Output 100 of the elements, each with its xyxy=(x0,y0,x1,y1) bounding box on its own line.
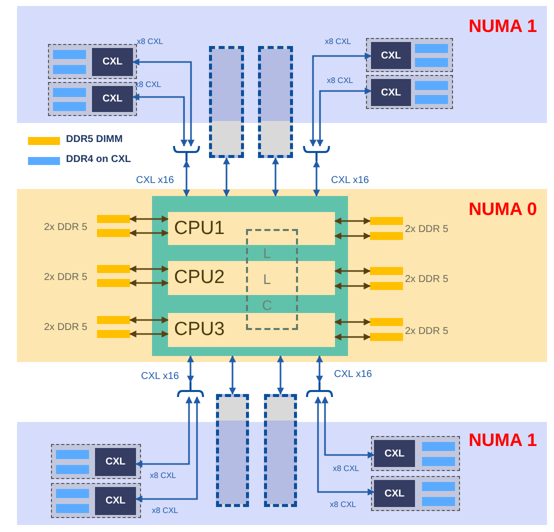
connector-arrow xyxy=(129,230,169,236)
llc-label: LLC xyxy=(260,244,274,315)
cxl-memory-card xyxy=(366,75,453,109)
cpu-box xyxy=(168,261,335,295)
connector-arrow xyxy=(129,280,169,286)
edge-label: x8 CXL xyxy=(330,500,356,509)
bracket-symbol xyxy=(306,382,333,397)
edge-label: x8 CXL xyxy=(332,464,360,473)
edge-label: CXL x16 xyxy=(331,175,369,186)
cxl-controller xyxy=(92,48,133,76)
connector-arrow xyxy=(310,52,372,147)
cxl-controller xyxy=(92,86,133,112)
cxl-memory-card xyxy=(371,476,460,511)
edge-label: x8 CXL xyxy=(150,471,176,480)
cpu-label: CPU1 xyxy=(174,218,225,240)
cxl-memory-card xyxy=(48,44,137,79)
cxl-memory-card xyxy=(48,82,137,116)
connector-arrow xyxy=(334,282,371,290)
dashed-slot xyxy=(264,394,297,507)
llc-region xyxy=(246,229,298,330)
dashed-slot xyxy=(216,394,249,507)
edge-label: CXL x16 xyxy=(141,371,179,382)
bracket-symbol xyxy=(173,146,200,161)
region-title: NUMA 1 xyxy=(468,430,537,451)
connector-arrow xyxy=(132,58,194,147)
bracket-symbol xyxy=(303,146,330,161)
connector-arrow xyxy=(334,218,371,224)
ddr5-dimm xyxy=(370,282,403,290)
numa-region xyxy=(17,189,547,362)
controller-label: CXL xyxy=(380,87,402,98)
ddr5-dimm xyxy=(97,215,130,223)
region-title: NUMA 1 xyxy=(468,16,537,37)
cpu-box xyxy=(168,313,335,347)
dimm-count-label: 2x DDR 5 xyxy=(405,224,448,235)
cxl-controller xyxy=(95,487,136,515)
connector-arrow xyxy=(334,318,371,326)
ddr5-dimm xyxy=(370,318,403,326)
controller-label: CXL xyxy=(384,488,406,499)
connector-arrow xyxy=(334,268,371,274)
cxl-controller xyxy=(374,480,415,507)
dimm-count-label: 2x DDR 5 xyxy=(44,322,88,333)
connector-arrow xyxy=(334,232,371,240)
ddr5-dimm xyxy=(370,217,403,225)
numa-region xyxy=(17,6,547,123)
cxl-controller xyxy=(371,42,411,69)
cpu-package xyxy=(152,196,348,356)
connector-arrow xyxy=(334,334,371,340)
connector-arrow xyxy=(135,396,200,502)
ddr5-dimm xyxy=(97,330,130,338)
ddr5-dimm xyxy=(97,229,130,237)
dimm-count-label: 2x DDR 5 xyxy=(44,272,88,283)
connector-arrow xyxy=(316,355,323,383)
controller-label: CXL xyxy=(384,448,406,459)
ddr5-dimm xyxy=(97,279,130,287)
connector-arrow xyxy=(223,157,230,197)
controller-label: CXL xyxy=(380,50,402,61)
cxl-controller xyxy=(371,79,411,106)
dimm-count-label: 2x DDR 5 xyxy=(405,326,448,337)
connector-arrow xyxy=(187,355,194,383)
connector-arrow xyxy=(135,396,192,468)
ddr5-dimm xyxy=(370,333,403,341)
edge-label: x8 CXL xyxy=(324,37,352,46)
connector-arrow xyxy=(313,160,320,197)
connector-arrow xyxy=(277,355,284,395)
ddr5-dimm xyxy=(370,232,403,240)
dashed-slot xyxy=(258,46,293,158)
edge-label: x8 CXL xyxy=(136,37,164,46)
legend-label: DDR5 DIMM xyxy=(66,134,123,145)
cpu-label: CPU3 xyxy=(174,319,225,341)
connector-arrow xyxy=(272,157,279,197)
edge-label: x8 CXL xyxy=(134,80,162,89)
connector-arrow xyxy=(322,396,375,458)
cxl-memory-card xyxy=(371,436,460,471)
ddr5-dimm xyxy=(97,265,130,273)
ddr5-dimm xyxy=(97,316,130,324)
dimm-count-label: 2x DDR 5 xyxy=(44,222,88,233)
connector-arrow xyxy=(129,330,169,338)
connector-arrow xyxy=(129,266,169,272)
edge-label: x8 CXL xyxy=(326,76,354,85)
connector-arrow xyxy=(314,396,375,496)
ddr5-dimm xyxy=(370,267,403,275)
cxl-memory-card xyxy=(366,38,453,72)
controller-label: CXL xyxy=(102,94,124,104)
connector-arrow xyxy=(132,94,188,147)
bracket-symbol xyxy=(177,382,204,397)
edge-label: CXL x16 xyxy=(136,175,174,186)
cxl-memory-card xyxy=(51,444,141,479)
connector-arrow xyxy=(129,316,169,324)
controller-label: CXL xyxy=(104,456,126,468)
region-title: NUMA 0 xyxy=(468,199,537,220)
edge-label: CXL x16 xyxy=(334,369,372,380)
connector-arrow xyxy=(229,355,236,395)
cxl-controller xyxy=(374,440,415,467)
dashed-slot xyxy=(209,46,244,158)
cxl-controller xyxy=(95,448,136,476)
controller-label: CXL xyxy=(102,56,124,68)
controller-label: CXL xyxy=(104,496,126,506)
connector-arrow xyxy=(316,88,372,147)
cpu-box xyxy=(168,212,335,245)
dimm-count-label: 2x DDR 5 xyxy=(405,274,448,285)
